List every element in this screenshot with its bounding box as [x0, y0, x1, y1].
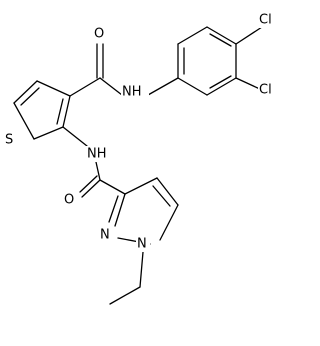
oxygen-atom-label: O — [94, 27, 104, 42]
bond — [235, 26, 263, 45]
chemical-structure: Cl Cl O NH S NH O N N — [4, 12, 282, 305]
amide-nh-label: NH — [122, 85, 142, 100]
bond — [79, 175, 98, 193]
bond — [81, 179, 101, 198]
bond — [156, 177, 179, 206]
chlorine-atom-label: Cl — [259, 83, 272, 98]
sulfur-atom-label: S — [5, 133, 13, 148]
bond — [177, 26, 208, 45]
pyrazole-nitrogen-label: N — [100, 228, 110, 243]
chlorine-atom-label: Cl — [259, 13, 272, 28]
bond — [108, 195, 119, 223]
bond — [13, 80, 38, 104]
bond — [95, 161, 101, 181]
bond — [235, 77, 263, 91]
bond — [147, 77, 179, 96]
bond — [114, 193, 126, 227]
bond — [99, 77, 123, 96]
bond — [99, 179, 126, 195]
bond — [109, 286, 141, 305]
bond — [177, 77, 208, 96]
bond — [152, 185, 171, 207]
bond — [69, 77, 101, 97]
bonds — [13, 26, 263, 305]
bond — [62, 95, 71, 128]
bond — [33, 126, 64, 140]
bond — [13, 102, 35, 140]
atom-labels: Cl Cl O NH S NH O N N — [4, 12, 282, 252]
bond — [206, 26, 237, 45]
bond — [209, 75, 232, 89]
bond — [209, 33, 232, 47]
bond — [139, 251, 144, 288]
bond — [56, 98, 64, 125]
bond — [20, 87, 40, 106]
bond — [124, 177, 158, 195]
oxygen-atom-label: O — [64, 193, 74, 208]
pyrazole-nitrogen-label: N — [137, 237, 147, 252]
amide-nh-label: NH — [87, 147, 107, 162]
bond — [159, 204, 179, 241]
bond — [62, 126, 88, 147]
bond — [36, 80, 71, 97]
bond — [206, 77, 237, 96]
